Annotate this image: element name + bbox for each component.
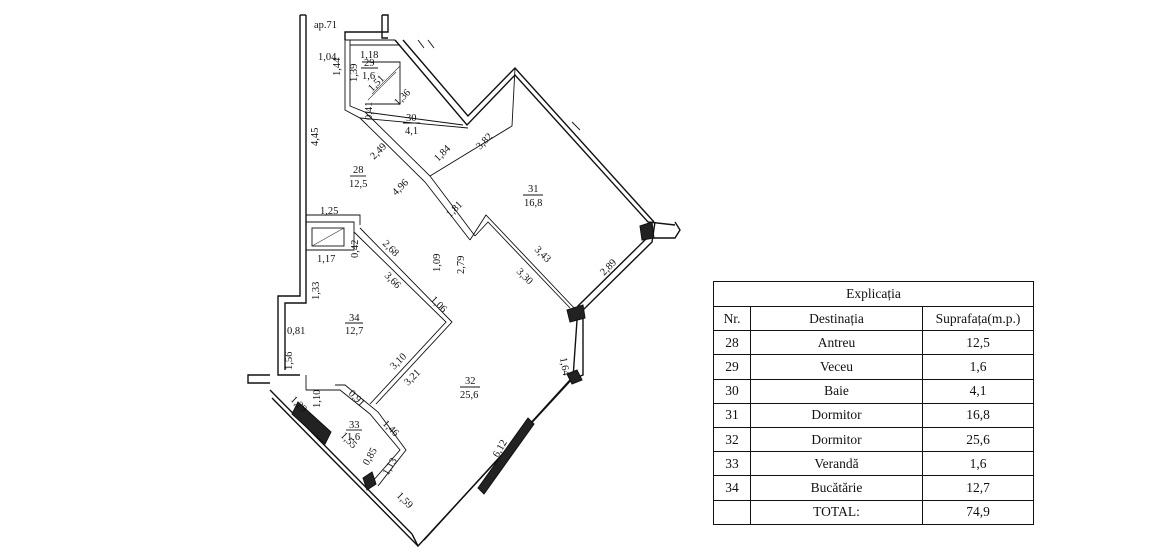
room-number: 33 xyxy=(349,420,360,431)
cell-area: 16,8 xyxy=(922,402,1034,428)
cell-area: 1,6 xyxy=(922,354,1034,380)
dimension-label: 4,45 xyxy=(310,128,321,146)
dimension-label: 0,81 xyxy=(287,326,305,337)
room-area: 25,6 xyxy=(460,390,478,401)
cell-area: 4,1 xyxy=(922,378,1034,404)
dimension-labels: 1,04 1,18 1,44 1,39 1,51 1,36 0,41 4,45 … xyxy=(284,50,619,511)
dimension-label: 1,84 xyxy=(432,143,453,164)
legend-table: Explicația Nr. Destinația Suprafața(m.p.… xyxy=(713,281,1034,525)
cell-nr: 29 xyxy=(713,354,751,380)
dimension-label: 1,39 xyxy=(349,64,360,82)
table-row: 31 Dormitor 16,8 xyxy=(713,402,1034,428)
dimension-label: 0,85 xyxy=(361,446,380,467)
room-area: 1,6 xyxy=(362,71,375,82)
cell-destination: Dormitor xyxy=(750,402,923,428)
table-row: 30 Baie 4,1 xyxy=(713,378,1034,404)
dimension-label: 1,59 xyxy=(394,490,415,511)
dimension-label: 1,56 xyxy=(284,352,295,370)
cell-destination: Veceu xyxy=(750,354,923,380)
cell-destination: Verandă xyxy=(750,451,923,477)
interior-walls xyxy=(305,39,577,487)
floor-plan: ap.71 28 12,5 29 1,6 30 4,1 31 16,8 32 2… xyxy=(247,14,681,548)
dimension-label: 3,43 xyxy=(532,244,553,265)
dimension-label: 4,96 xyxy=(390,177,411,198)
room-number: 31 xyxy=(528,184,539,195)
table-row: 33 Verandă 1,6 xyxy=(713,451,1034,477)
dimension-label: 1,09 xyxy=(432,254,443,272)
dimension-label: 3,21 xyxy=(402,367,423,388)
dimension-label: 2,89 xyxy=(598,257,619,278)
dimension-label: 1,64 xyxy=(557,357,571,378)
cell-nr: 32 xyxy=(713,426,751,453)
room-number: 30 xyxy=(406,113,417,124)
cell-area: 12,5 xyxy=(922,330,1034,356)
room-area: 1,6 xyxy=(347,432,360,443)
dimension-label: 1,33 xyxy=(311,282,322,300)
table-row: 32 Dormitor 25,6 xyxy=(713,426,1034,453)
total-label: TOTAL: xyxy=(750,499,923,525)
room-area: 4,1 xyxy=(405,126,418,137)
dimension-label: 1,17 xyxy=(317,254,335,265)
table-row: 34 Bucătărie 12,7 xyxy=(713,475,1034,501)
dimension-label: 1,44 xyxy=(332,57,343,76)
total-value: 74,9 xyxy=(922,499,1034,525)
room-number: 28 xyxy=(353,165,364,176)
table-row: 28 Antreu 12,5 xyxy=(713,330,1034,356)
dimension-label: 1,13 xyxy=(381,456,400,477)
outer-walls xyxy=(247,14,681,548)
dimension-label: 1,10 xyxy=(312,390,323,408)
cell-destination: Antreu xyxy=(750,330,923,356)
dimension-label: 3,30 xyxy=(514,266,535,287)
dimension-label: 3,66 xyxy=(382,270,403,291)
room-labels: 28 12,5 29 1,6 30 4,1 31 16,8 32 25,6 33… xyxy=(345,58,543,443)
cell-nr: 31 xyxy=(713,402,751,428)
dimension-label: 3,82 xyxy=(474,131,495,152)
windows xyxy=(291,221,655,495)
room-number: 29 xyxy=(364,58,375,69)
cell-nr: 33 xyxy=(713,451,751,477)
cell-area: 25,6 xyxy=(922,426,1034,453)
dimension-label: 0,42 xyxy=(350,240,361,258)
dimension-label: 1,06 xyxy=(428,294,449,315)
cell-nr: 34 xyxy=(713,475,751,501)
dimension-label: 2,68 xyxy=(380,238,401,259)
room-area: 12,5 xyxy=(349,179,367,190)
header-area: Suprafața(m.p.) xyxy=(922,305,1034,332)
dimension-label: 2,79 xyxy=(456,256,467,274)
dimension-label: 1,04 xyxy=(318,52,337,63)
apartment-label: ap.71 xyxy=(314,20,337,31)
legend-header-row: Nr. Destinația Suprafața(m.p.) xyxy=(713,305,1034,332)
room-number: 34 xyxy=(349,313,360,324)
legend-title: Explicația xyxy=(713,281,1034,307)
dimension-label: 1,36 xyxy=(392,87,413,108)
room-number: 32 xyxy=(465,376,476,387)
dimension-label: 1,46 xyxy=(380,418,401,439)
cell-destination: Bucătărie xyxy=(750,475,923,501)
cell-nr: 28 xyxy=(713,330,751,356)
cell-area: 12,7 xyxy=(922,475,1034,501)
cell-area: 1,6 xyxy=(922,451,1034,477)
header-destination: Destinația xyxy=(750,305,923,332)
total-row: TOTAL: 74,9 xyxy=(713,499,1034,525)
cell-nr: 30 xyxy=(713,378,751,404)
cell-destination: Dormitor xyxy=(750,426,923,453)
cell-destination: Baie xyxy=(750,378,923,404)
vent-marks xyxy=(417,39,581,131)
dimension-label: 1,18 xyxy=(360,50,378,61)
legend-title-row: Explicația xyxy=(713,281,1034,307)
header-nr: Nr. xyxy=(713,305,751,332)
room-area: 12,7 xyxy=(345,326,363,337)
dimension-label: 1,25 xyxy=(320,206,338,217)
dimension-label: 0,91 xyxy=(346,388,367,409)
cell-empty xyxy=(713,499,751,525)
shafts xyxy=(311,65,401,247)
dimension-label: 0,41 xyxy=(364,102,375,120)
room-area: 16,8 xyxy=(524,198,542,209)
table-row: 29 Veceu 1,6 xyxy=(713,354,1034,380)
dimension-label: 2,49 xyxy=(368,141,389,162)
dimension-label: 3,10 xyxy=(388,351,409,372)
dimension-label: 1,81 xyxy=(444,199,465,220)
